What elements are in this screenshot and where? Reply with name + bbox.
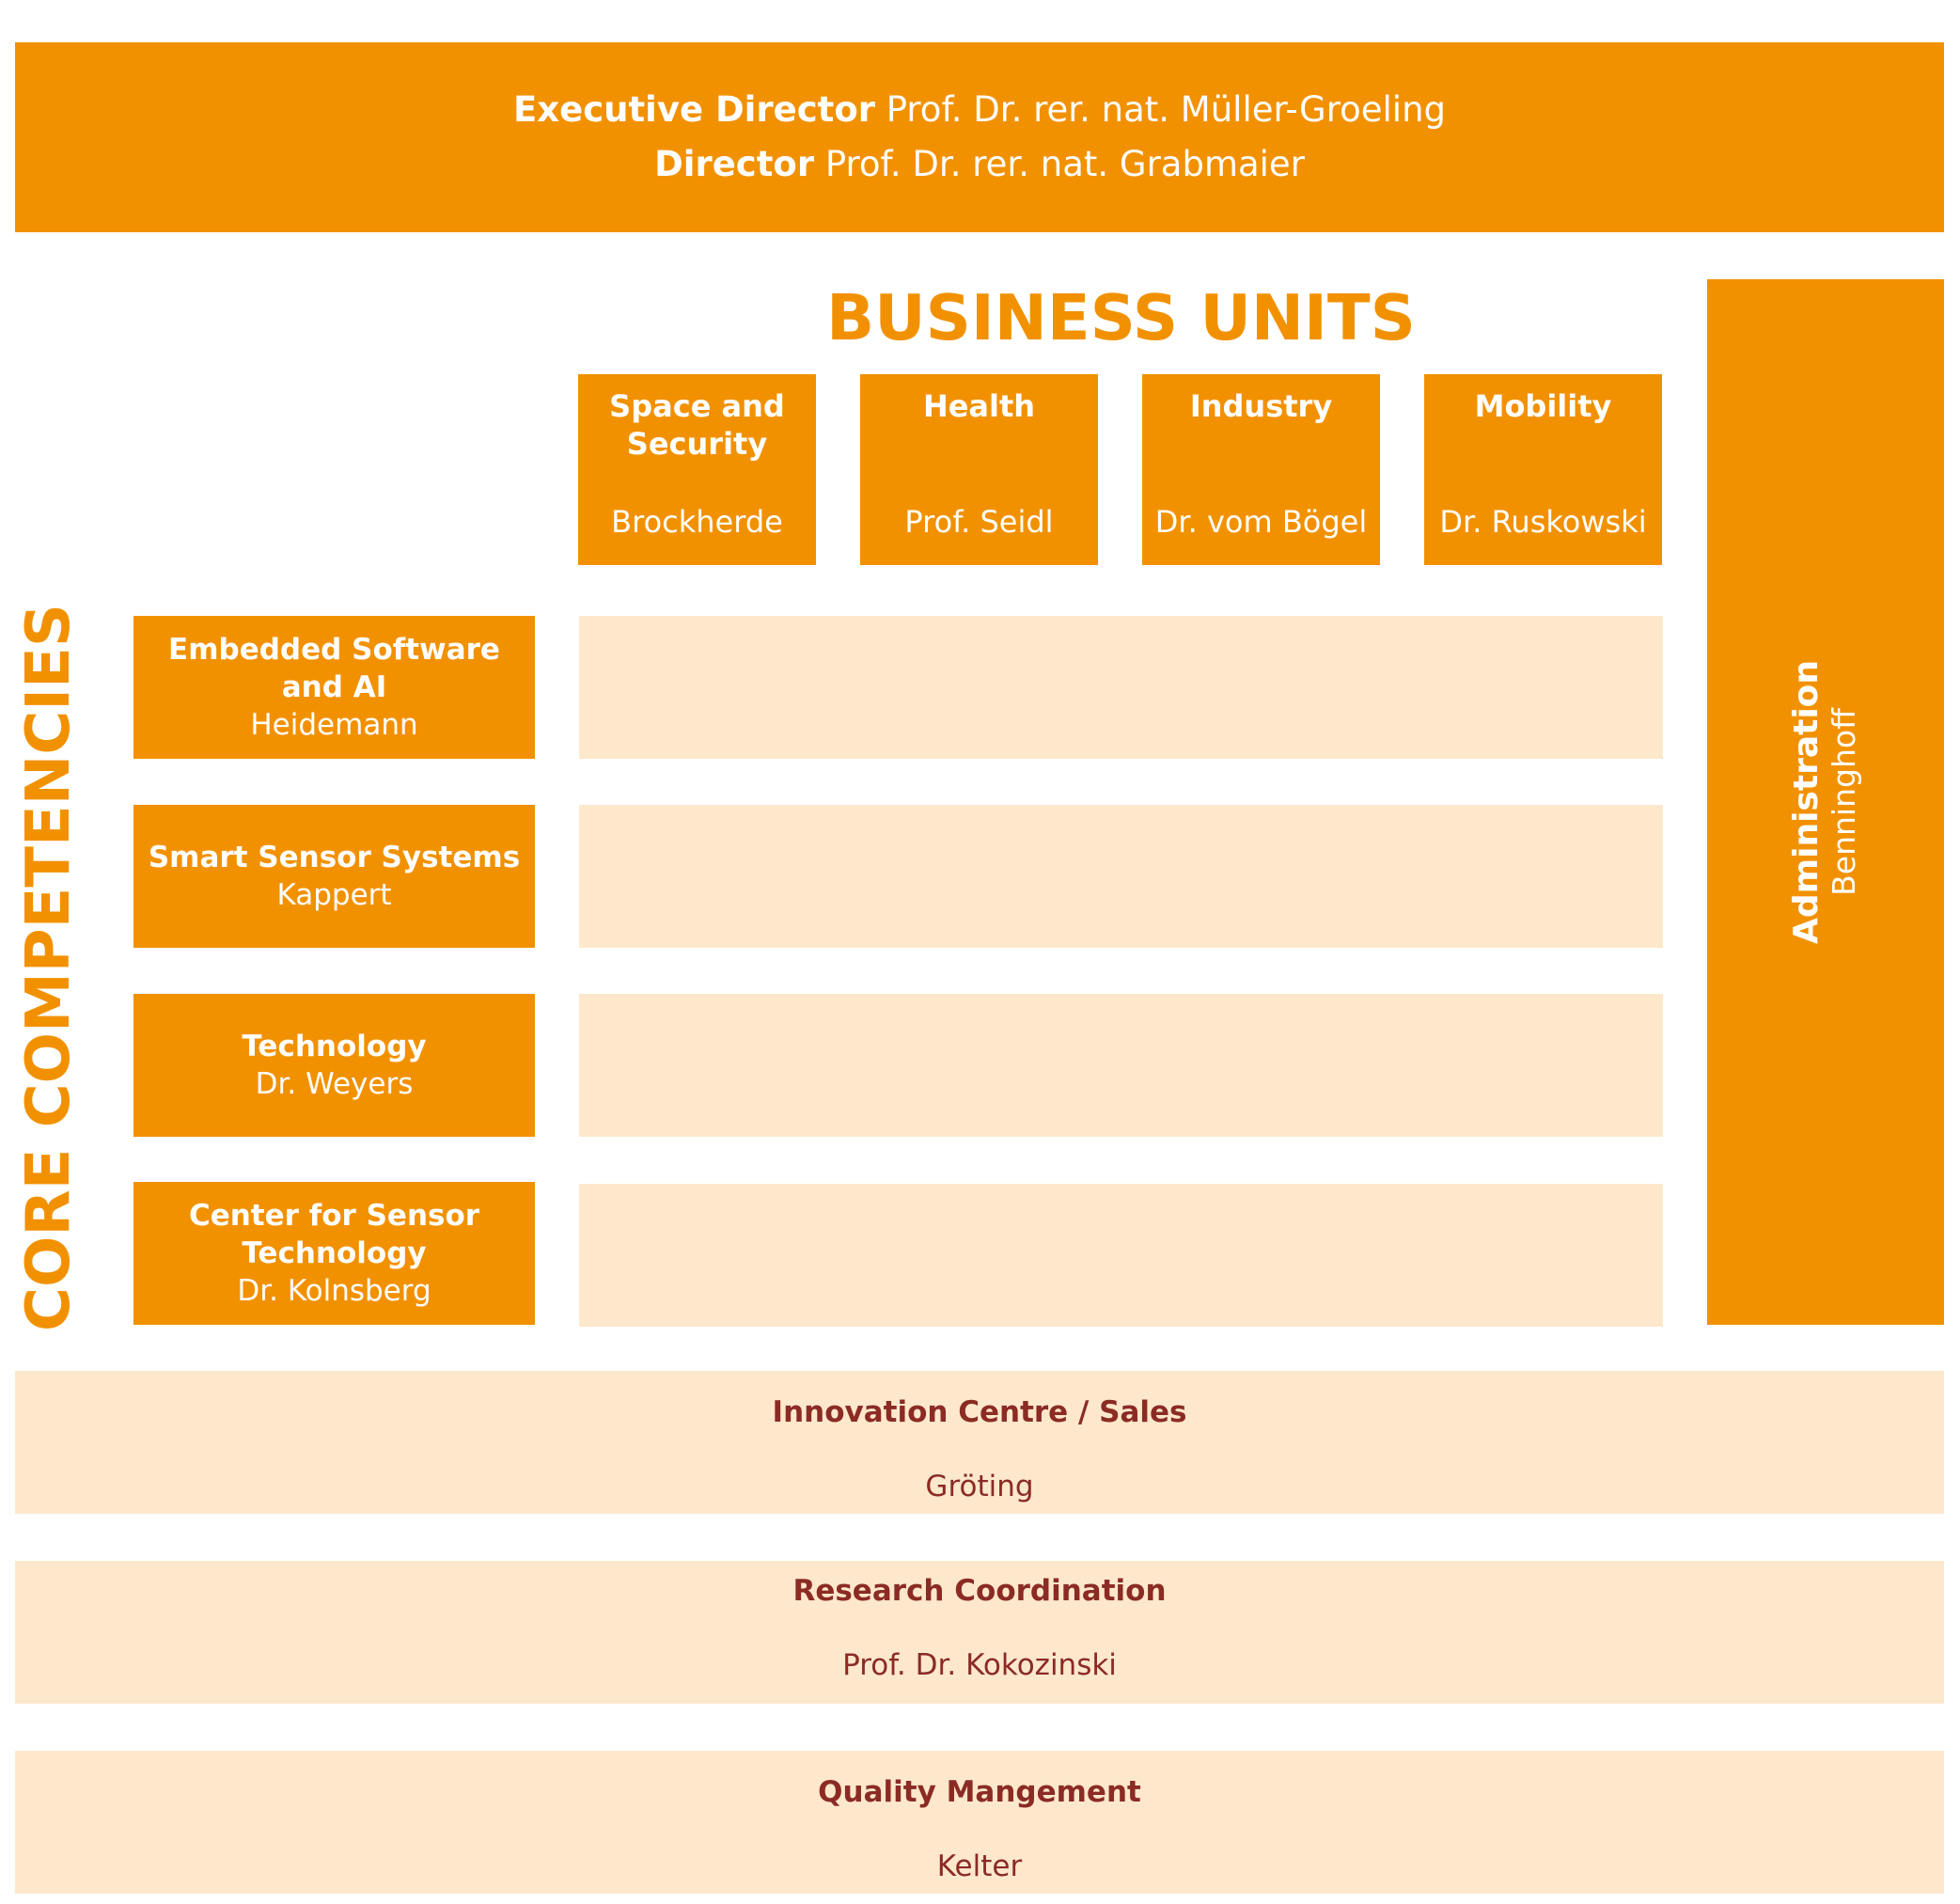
competency-matrix-row xyxy=(579,805,1663,948)
business-unit-person: Dr. vom Bögel xyxy=(1154,504,1368,540)
core-competency-title: Technology xyxy=(242,1030,427,1063)
administration-person: Benninghoff xyxy=(1826,708,1863,896)
core-competency-smart-sensor-systems: Smart Sensor Systems Kappert xyxy=(133,805,535,948)
director-line: Director Prof. Dr. rer. nat. Grabmaier xyxy=(654,137,1305,192)
core-competency-embedded-software: Embedded Software and AI Heidemann xyxy=(133,616,535,759)
administration-title: Administration xyxy=(1787,659,1827,945)
bar-title: Research Coordination xyxy=(792,1574,1167,1608)
business-unit-title: Industry xyxy=(1189,388,1333,424)
administration-box: Administration Benninghoff xyxy=(1707,279,1944,1325)
executive-director-title: Executive Director xyxy=(512,89,875,130)
competency-matrix-row xyxy=(579,994,1663,1137)
core-competency-person: Heidemann xyxy=(250,708,418,742)
bar-title: Quality Mangement xyxy=(818,1775,1141,1809)
bar-person: Gröting xyxy=(925,1470,1034,1503)
core-competency-person: Kappert xyxy=(276,878,392,912)
core-competency-title: Smart Sensor Systems xyxy=(148,841,521,874)
core-competency-technology: Technology Dr. Weyers xyxy=(133,994,535,1137)
core-competencies-title: CORE COMPETENCIES xyxy=(14,604,84,1331)
business-unit-mobility: Mobility Dr. Ruskowski xyxy=(1424,374,1662,565)
core-competencies-label-wrap: CORE COMPETENCIES xyxy=(8,604,90,1331)
executive-director-line: Executive Director Prof. Dr. rer. nat. M… xyxy=(513,83,1446,137)
business-unit-title: Health xyxy=(922,388,1036,424)
director-name: Prof. Dr. rer. nat. Grabmaier xyxy=(824,144,1305,184)
core-competency-title: Embedded Software and AI xyxy=(168,633,500,704)
core-competency-person: Dr. Weyers xyxy=(255,1067,414,1101)
director-title: Director xyxy=(654,144,815,184)
business-unit-health: Health Prof. Seidl xyxy=(860,374,1098,565)
quality-management-bar: Quality Mangement Kelter xyxy=(15,1751,1944,1894)
competency-matrix-row xyxy=(579,1184,1663,1327)
core-competency-center-for-sensor-technology: Center for Sensor Technology Dr. Kolnsbe… xyxy=(133,1182,535,1325)
innovation-centre-sales-bar: Innovation Centre / Sales Gröting xyxy=(15,1371,1944,1514)
core-competency-title: Center for Sensor Technology xyxy=(188,1199,480,1270)
core-competency-person: Dr. Kolnsberg xyxy=(237,1274,431,1308)
business-unit-title: Space and Security xyxy=(609,388,785,462)
business-unit-title: Mobility xyxy=(1474,388,1612,424)
administration-text: Administration Benninghoff xyxy=(1787,659,1863,945)
bar-person: Kelter xyxy=(936,1849,1023,1883)
business-unit-space-and-security: Space and Security Brockherde xyxy=(578,374,816,565)
business-unit-industry: Industry Dr. vom Bögel xyxy=(1142,374,1380,565)
directors-header: Executive Director Prof. Dr. rer. nat. M… xyxy=(15,42,1944,232)
executive-director-name: Prof. Dr. rer. nat. Müller-Groeling xyxy=(886,89,1447,130)
research-coordination-bar: Research Coordination Prof. Dr. Kokozins… xyxy=(15,1561,1944,1704)
business-unit-person: Brockherde xyxy=(611,504,783,540)
competency-matrix-row xyxy=(579,616,1663,759)
bar-title: Innovation Centre / Sales xyxy=(772,1395,1187,1429)
business-unit-person: Dr. Ruskowski xyxy=(1439,504,1647,540)
bar-person: Prof. Dr. Kokozinski xyxy=(842,1648,1117,1682)
business-unit-person: Prof. Seidl xyxy=(904,504,1054,540)
business-units-title: BUSINESS UNITS xyxy=(826,281,1416,354)
